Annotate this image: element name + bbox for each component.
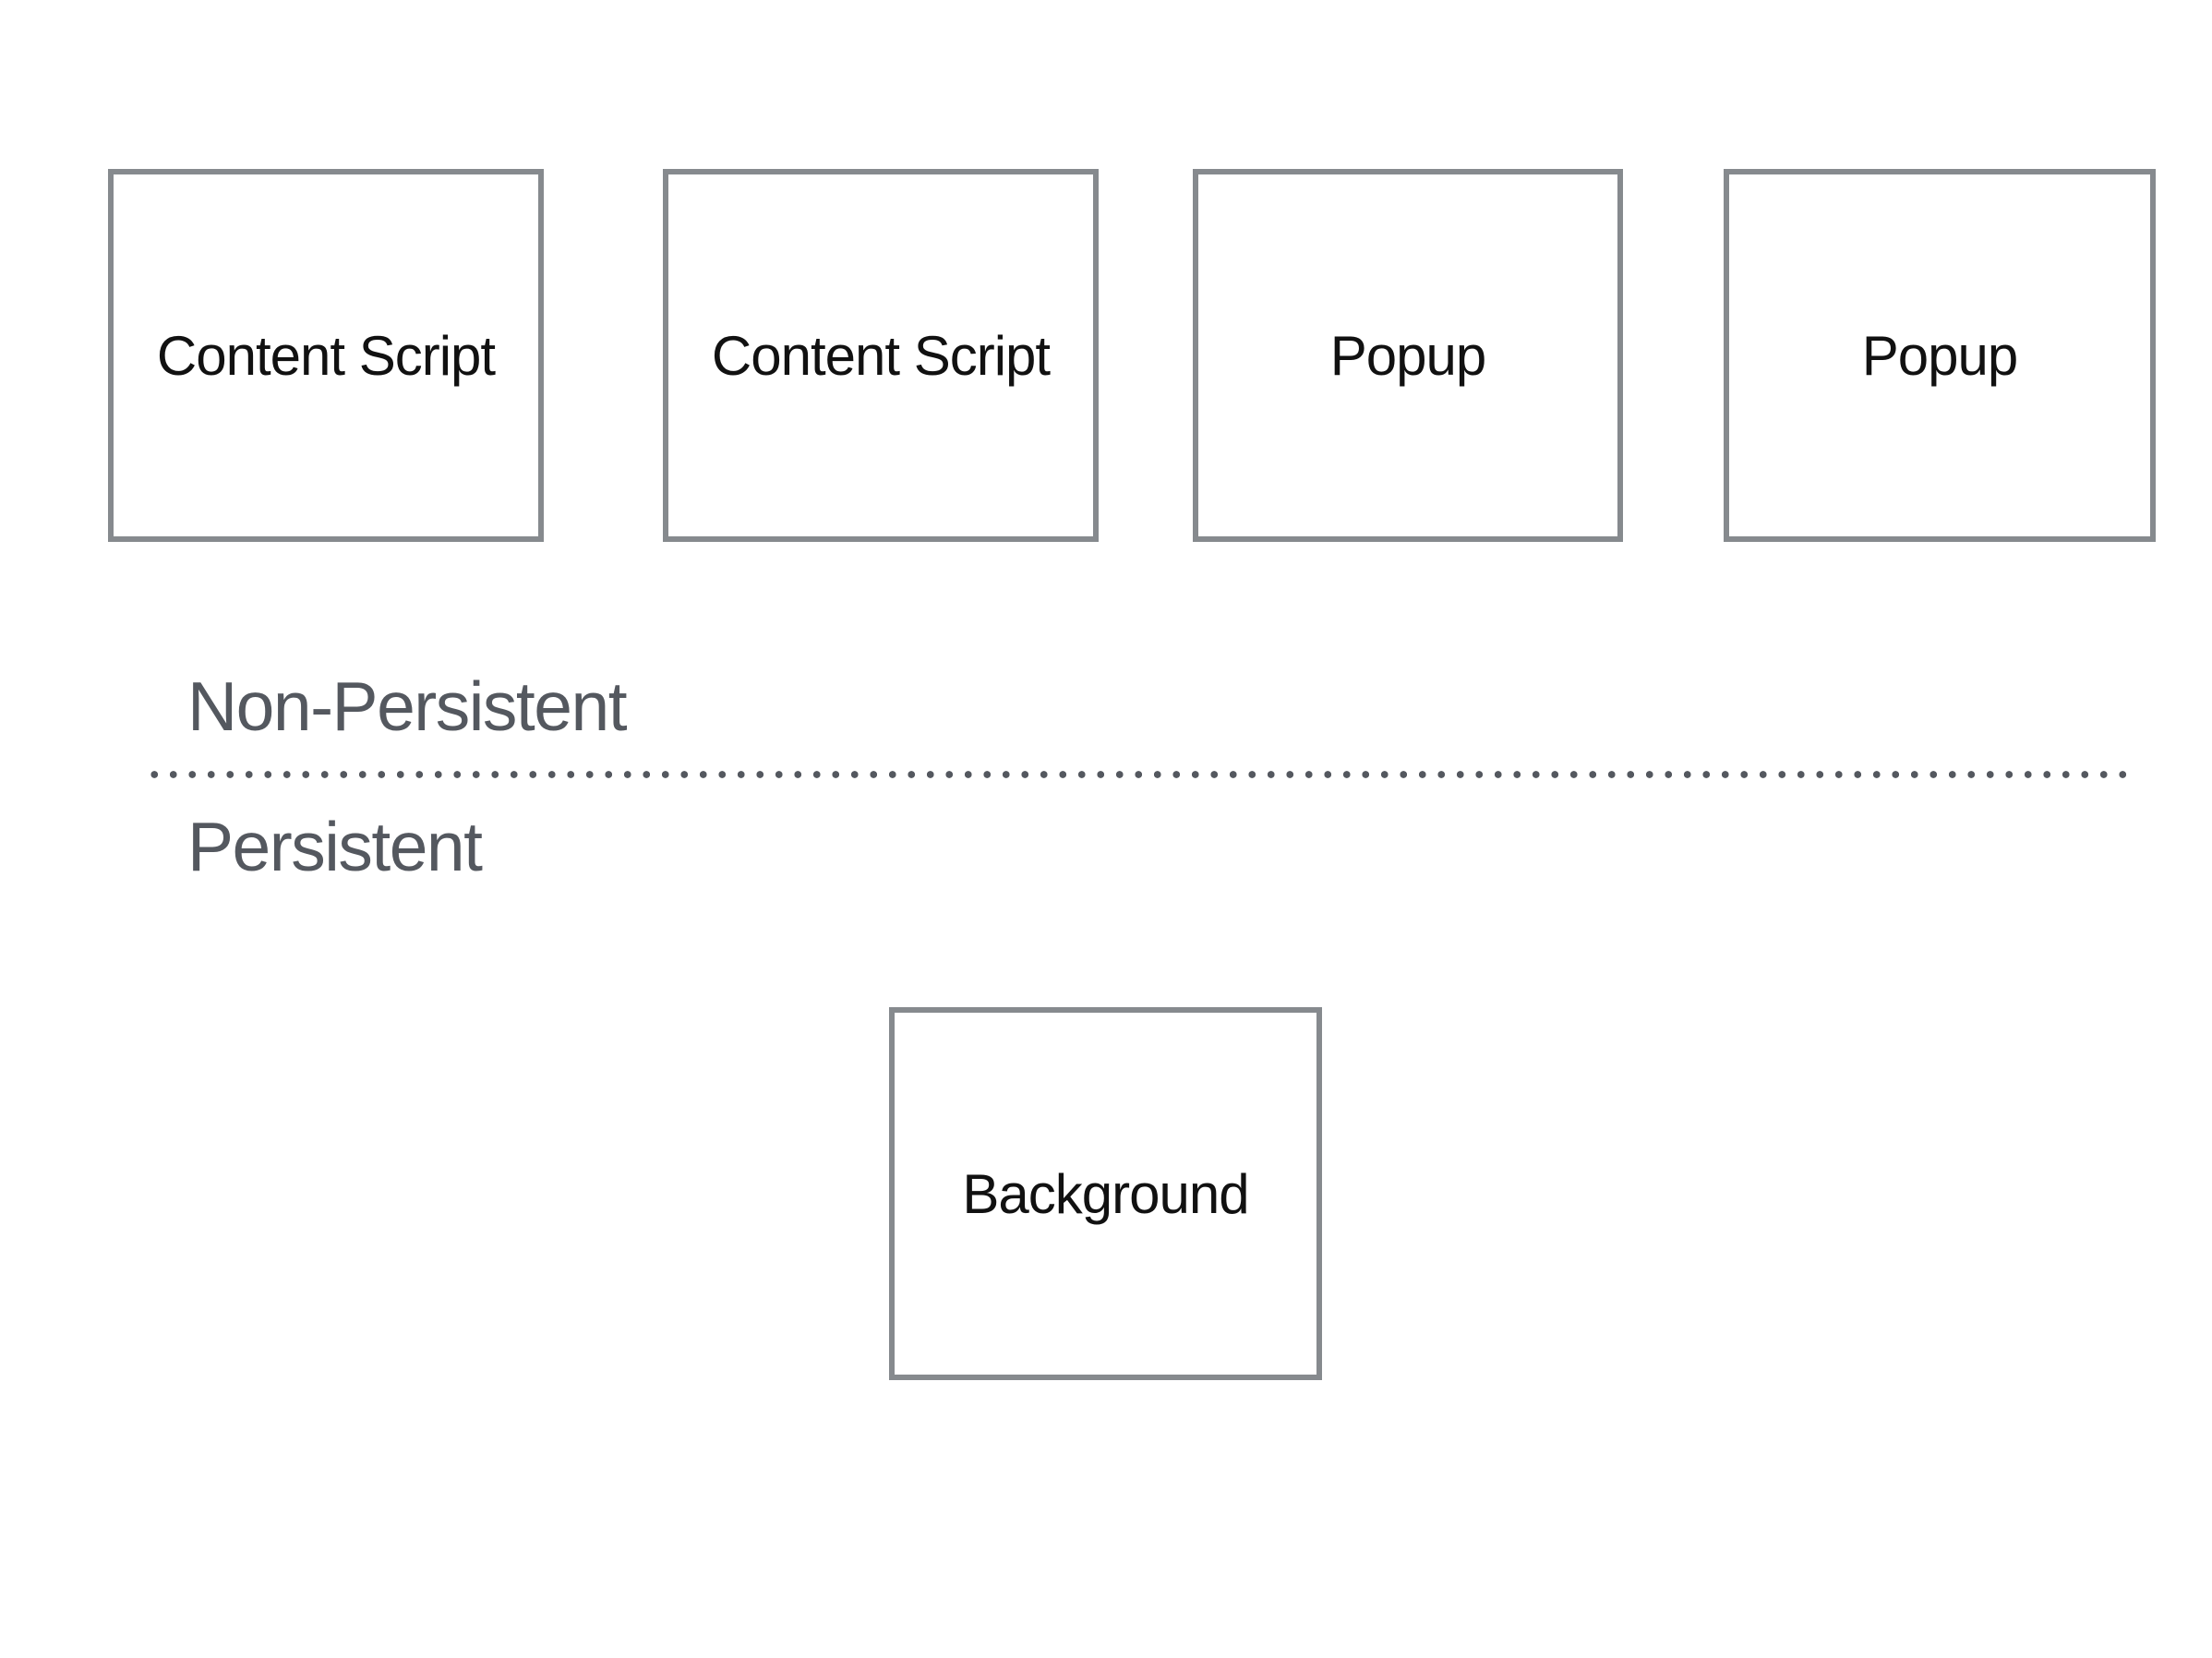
label-persistent: Persistent bbox=[187, 808, 483, 885]
persistence-divider-dotted-line bbox=[145, 771, 2135, 778]
box-content-script-2-label: Content Script bbox=[711, 324, 1051, 387]
box-popup-1-label: Popup bbox=[1329, 324, 1486, 387]
box-popup-2: Popup bbox=[1724, 169, 2156, 542]
label-non-persistent: Non-Persistent bbox=[187, 667, 628, 745]
box-popup-1: Popup bbox=[1193, 169, 1623, 542]
box-popup-2-label: Popup bbox=[1861, 324, 2018, 387]
box-content-script-1: Content Script bbox=[108, 169, 544, 542]
box-background: Background bbox=[889, 1007, 1322, 1380]
box-content-script-2: Content Script bbox=[663, 169, 1099, 542]
box-background-label: Background bbox=[962, 1162, 1249, 1225]
box-content-script-1-label: Content Script bbox=[156, 324, 496, 387]
